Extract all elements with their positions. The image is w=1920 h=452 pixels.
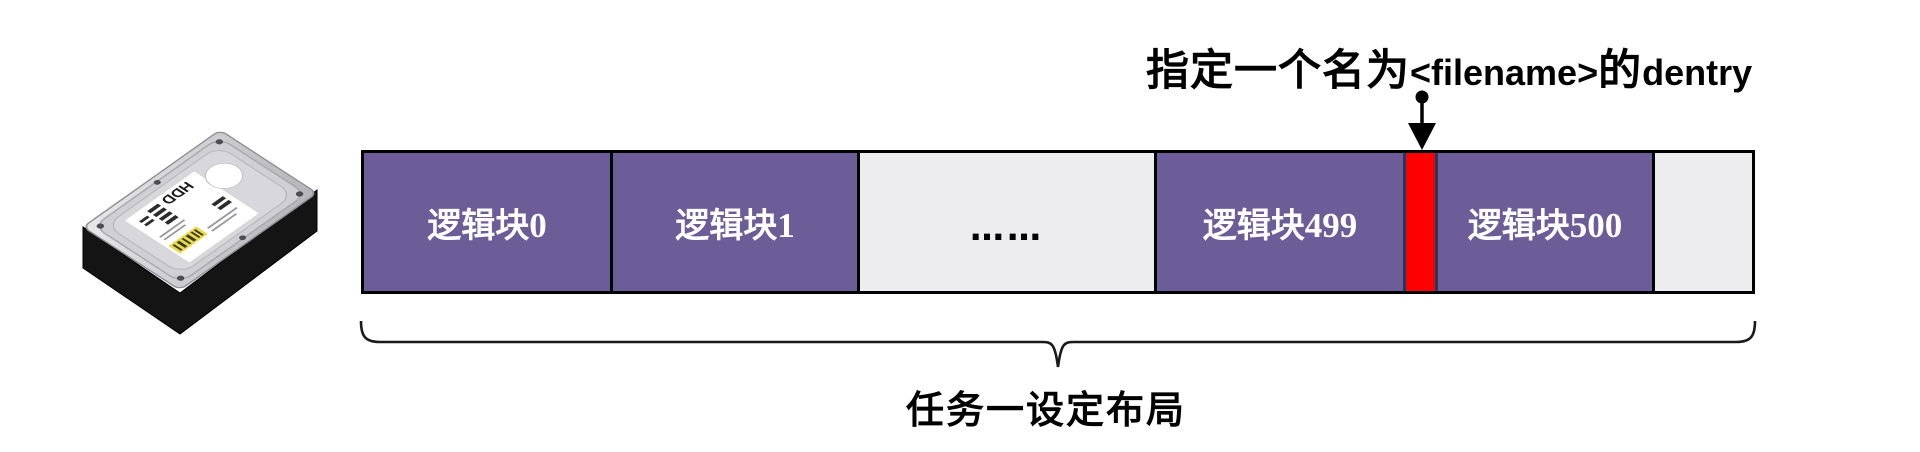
ellipsis-label: …… [970, 209, 1044, 249]
hdd-image: HDD [82, 131, 318, 335]
arrow-dot [1415, 90, 1429, 104]
hdd-screws [96, 139, 304, 281]
annotation-latin-suffix: dentry [1642, 52, 1753, 93]
logical-block-500-label: 逻辑块500 [1467, 205, 1623, 245]
annotation-cjk-mid: 的 [1598, 47, 1643, 95]
annotation-cjk-prefix: 指定一个名为 [1146, 47, 1410, 95]
hdd-label-barcode-marks [139, 196, 233, 227]
hdd-label [124, 171, 259, 263]
arrow-head [1408, 123, 1436, 150]
hdd-base [82, 188, 318, 335]
logical-block-499: 逻辑块499 [1154, 153, 1403, 291]
logical-block-0-label: 逻辑块0 [427, 205, 547, 245]
logical-block-499-label: 逻辑块499 [1202, 205, 1358, 245]
logical-block-1: 逻辑块1 [610, 153, 857, 291]
logical-block-500: 逻辑块500 [1438, 153, 1652, 291]
underbrace [359, 320, 1757, 368]
dentry-highlight-block [1403, 153, 1438, 291]
hdd-top-face: HDD [85, 131, 315, 289]
hdd-label-fineprint [159, 207, 238, 241]
logical-block-bar: 逻辑块0 逻辑块1 …… 逻辑块499 逻辑块500 [361, 150, 1755, 294]
ellipsis-block: …… [857, 153, 1154, 291]
trailing-empty-block [1652, 153, 1752, 291]
arrow-down-icon [1408, 90, 1436, 150]
logical-block-1-label: 逻辑块1 [675, 205, 795, 245]
logical-block-0: 逻辑块0 [364, 153, 610, 291]
annotation-filename: <filename> [1410, 52, 1599, 93]
hdd-yellow-sticker [168, 226, 208, 254]
hdd-spindle [204, 162, 244, 189]
task-one-layout-label: 任务一设定布局 [905, 390, 1186, 432]
